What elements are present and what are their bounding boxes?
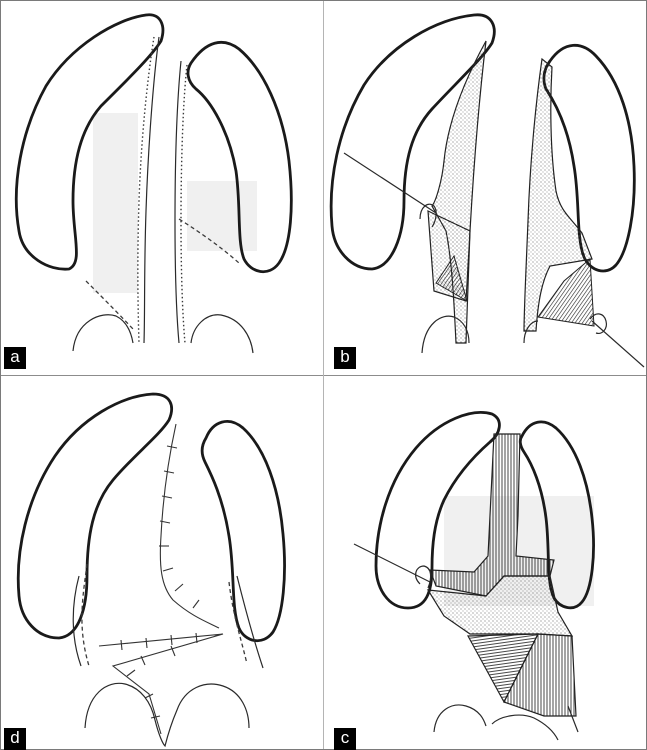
panel-a-drawing bbox=[1, 1, 323, 375]
central-suture-stitches bbox=[159, 446, 199, 608]
panel-label-b: b bbox=[334, 347, 356, 369]
shading bbox=[93, 113, 138, 293]
left-flap-edge bbox=[138, 37, 154, 343]
left-lobe bbox=[18, 394, 171, 638]
panel-b-drawing bbox=[324, 1, 646, 375]
central-suture bbox=[160, 424, 219, 628]
left-lobe bbox=[16, 15, 163, 269]
right-lower-arc bbox=[191, 315, 253, 353]
z-plasty-stitches bbox=[121, 633, 197, 718]
panel-label-c: c bbox=[334, 728, 356, 750]
shading bbox=[187, 181, 257, 251]
z-plasty-suture bbox=[99, 634, 223, 734]
panel-d-drawing bbox=[1, 376, 323, 749]
panel-a bbox=[1, 1, 323, 375]
left-knob bbox=[416, 566, 431, 588]
needle-line bbox=[354, 544, 430, 582]
needle-line-left bbox=[344, 153, 436, 213]
right-lateral-curve bbox=[237, 576, 263, 668]
panel-c bbox=[324, 376, 646, 749]
panel-c-drawing bbox=[324, 376, 646, 749]
panel-b bbox=[324, 1, 646, 375]
left-lower-arc bbox=[73, 315, 133, 351]
panel-label-d: d bbox=[4, 728, 26, 750]
right-lobe bbox=[202, 421, 284, 640]
left-flap-line bbox=[144, 37, 159, 343]
vertical-divider bbox=[323, 1, 324, 749]
needle-line-right bbox=[592, 321, 644, 367]
lower-arcs bbox=[85, 683, 249, 746]
right-flap-edge bbox=[181, 65, 187, 343]
panel-d bbox=[1, 376, 323, 749]
panel-label-a: a bbox=[4, 347, 26, 369]
right-flap-line bbox=[175, 61, 181, 343]
